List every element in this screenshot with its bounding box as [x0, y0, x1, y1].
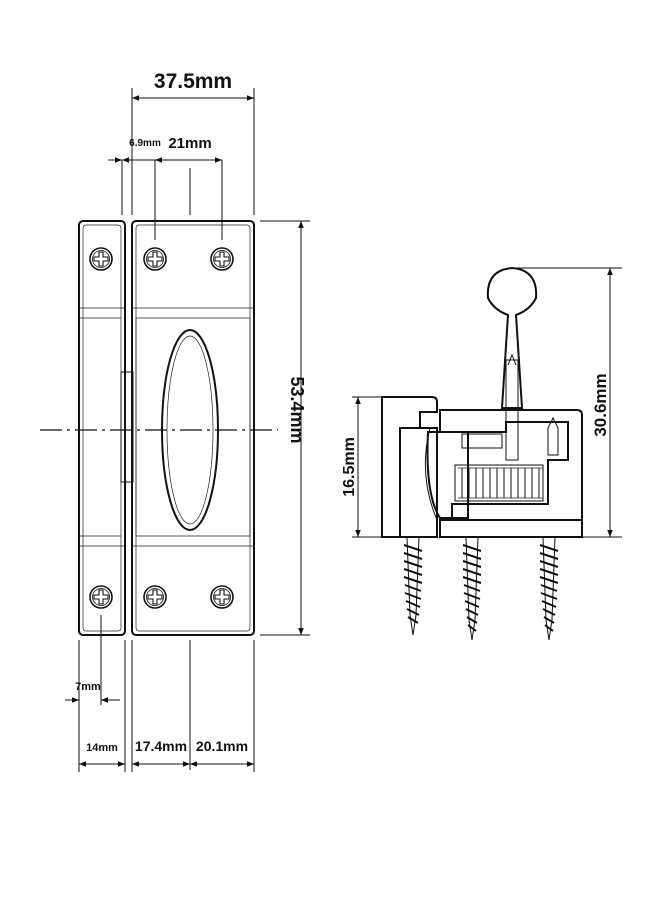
- dimension-overall-width: 37.5mm: [132, 70, 254, 101]
- svg-text:37.5mm: 37.5mm: [154, 70, 232, 93]
- svg-text:6.9mm: 6.9mm: [129, 138, 161, 149]
- dimension-side-total-height: 30.6mm: [591, 268, 613, 537]
- latch-base-plate: [131, 220, 255, 636]
- screw-icon: [143, 247, 167, 271]
- bolt-body: [426, 431, 544, 519]
- svg-text:21mm: 21mm: [168, 135, 211, 152]
- dimension-height: 53.4mm: [287, 221, 307, 635]
- side-section-view: 16.5mm 30.6mm: [341, 266, 622, 641]
- dimension-base-left: 17.4mm: [132, 738, 190, 767]
- svg-text:20.1mm: 20.1mm: [196, 738, 248, 754]
- screw-icon: [143, 585, 167, 609]
- screw-icon: [210, 585, 234, 609]
- screw-icon: [89, 585, 113, 609]
- wood-screws: [403, 536, 559, 641]
- svg-text:7mm: 7mm: [75, 681, 101, 693]
- spring-coils: [461, 468, 540, 498]
- screw-icon: [539, 536, 559, 641]
- dimension-offset-small: 6.9mm: [108, 138, 161, 163]
- screw-icon: [403, 536, 423, 636]
- svg-text:17.4mm: 17.4mm: [135, 738, 187, 754]
- dimension-side-base-height: 16.5mm: [341, 397, 361, 537]
- screw-icon: [89, 247, 113, 271]
- dimension-keeper-hole: 7mm: [65, 681, 120, 703]
- keeper-plate: [78, 220, 134, 636]
- svg-text:16.5mm: 16.5mm: [341, 437, 358, 497]
- dimension-keeper-width: 14mm: [79, 742, 125, 767]
- screw-icon: [462, 536, 482, 641]
- dimension-screw-spacing: 21mm: [155, 135, 222, 163]
- front-view: 37.5mm 6.9mm 21mm 53.4mm 7mm 14mm: [40, 70, 310, 772]
- screw-icon: [210, 247, 234, 271]
- svg-text:14mm: 14mm: [86, 742, 118, 754]
- svg-text:53.4mm: 53.4mm: [287, 376, 307, 443]
- svg-text:30.6mm: 30.6mm: [591, 373, 610, 436]
- dimension-base-right: 20.1mm: [190, 738, 254, 767]
